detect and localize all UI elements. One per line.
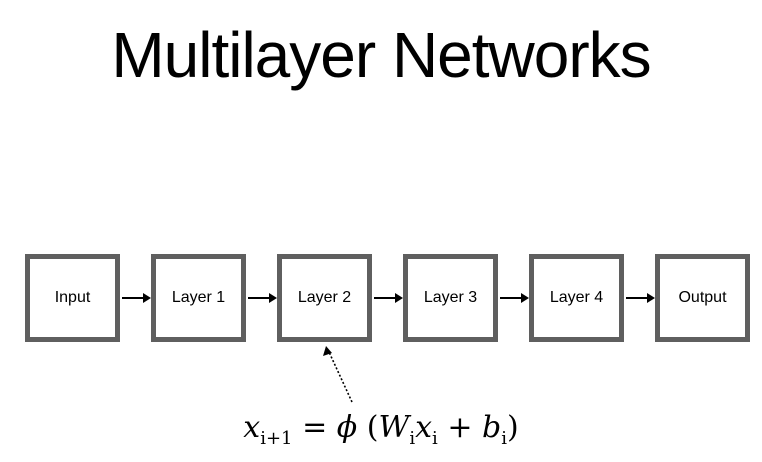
- formula-w-var: W: [378, 410, 410, 445]
- formula-x-sub: i: [432, 428, 438, 449]
- formula-lhs-var: x: [243, 410, 261, 445]
- node-layer3: Layer 3: [403, 254, 498, 342]
- formula-close-paren: ): [506, 410, 519, 445]
- node-layer2: Layer 2: [277, 254, 372, 342]
- layer-formula: xi+1 = ϕ (Wixi + bi): [0, 410, 762, 449]
- node-label: Layer 3: [423, 289, 478, 306]
- edge-layer3-to-layer4: [500, 293, 529, 303]
- formula-w-sub: i: [409, 428, 416, 449]
- node-input: Input: [25, 254, 120, 342]
- formula-b-var: b: [482, 410, 502, 445]
- node-layer4: Layer 4: [529, 254, 624, 342]
- dotted-arrow-head: [323, 346, 332, 356]
- formula-open-paren: (: [366, 410, 379, 445]
- node-label: Layer 2: [297, 289, 352, 306]
- formula-phi: ϕ: [336, 410, 358, 445]
- node-output: Output: [655, 254, 750, 342]
- node-layer1: Layer 1: [151, 254, 246, 342]
- edge-layer1-to-layer2: [248, 293, 277, 303]
- formula-equals: =: [302, 410, 328, 445]
- node-label: Input: [54, 289, 91, 306]
- formula-lhs-sub: i+1: [260, 428, 293, 449]
- edge-layer4-to-output: [626, 293, 655, 303]
- formula-x-var: x: [415, 410, 432, 445]
- slide-title: Multilayer Networks: [111, 19, 651, 91]
- formula-b-sub: i: [501, 428, 507, 449]
- node-label: Layer 1: [171, 289, 226, 306]
- node-label: Output: [678, 289, 727, 306]
- node-label: Layer 4: [549, 289, 604, 306]
- formula-plus: +: [447, 410, 473, 445]
- dotted-arrow-line: [328, 351, 353, 403]
- edge-layer2-to-layer3: [374, 293, 403, 303]
- edge-input-to-layer1: [122, 293, 151, 303]
